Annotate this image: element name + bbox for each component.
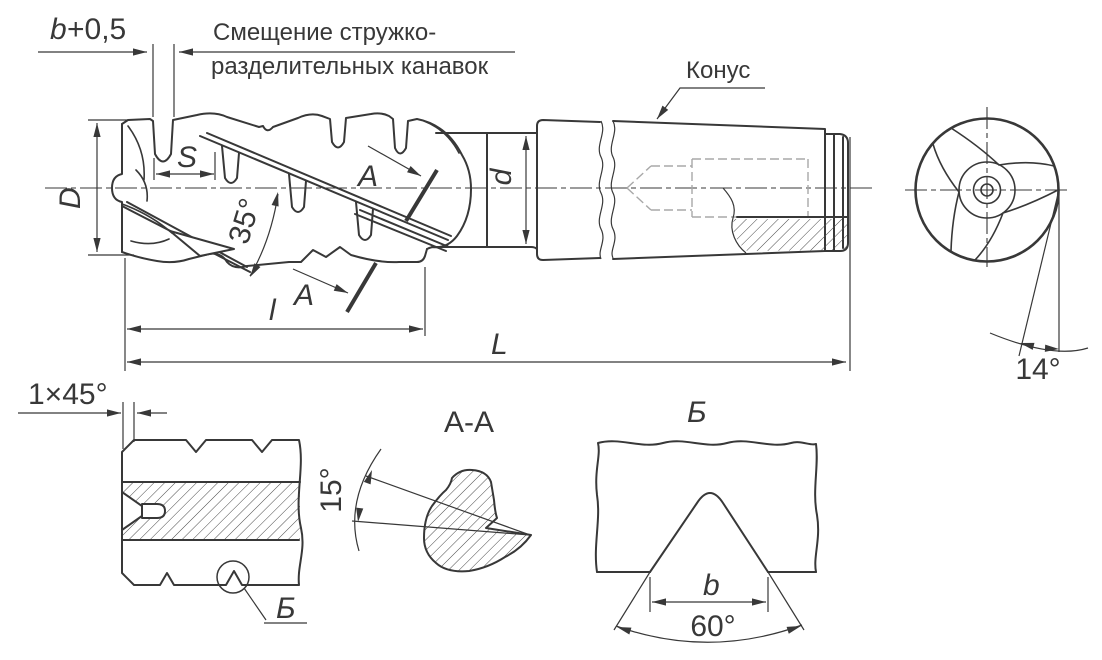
section-cut-label-bottom: A [292, 279, 314, 312]
dimension-S: S [153, 141, 216, 180]
shank-outline [426, 119, 849, 261]
helix-lands [121, 132, 452, 273]
dimension-groove-angle: 60° [613, 571, 805, 643]
dimension-chip-groove-width: b +0,5 Смещение стружко- разделительных … [38, 13, 515, 117]
end-rake-angle-label: 14° [1015, 353, 1060, 386]
end-face-edges [121, 120, 460, 245]
section-cut-label-top: A [356, 160, 378, 193]
flute-length-label: l [269, 294, 277, 327]
end-view: 14° [905, 107, 1089, 386]
dimension-L: L [127, 137, 851, 371]
section-aa-view: A-A 15° [315, 406, 532, 573]
helix-angle-label: 35° [223, 195, 268, 248]
detail-title: Б [687, 396, 707, 429]
dimension-rake-angle: 14° [989, 189, 1089, 386]
dimension-d: d [485, 136, 530, 244]
end-flutes [932, 127, 1059, 261]
neck-diameter-label: d [485, 167, 518, 185]
overall-length-label: L [491, 328, 508, 361]
chip-groove-tolerance-label: +0,5 [67, 13, 126, 46]
groove-block-outline [594, 440, 820, 573]
front-detail-view: 1×45° Б [18, 378, 307, 625]
break-lines [598, 120, 616, 260]
pitch-label: S [177, 141, 197, 174]
center-hole-cylinder [141, 503, 166, 519]
section-title: A-A [444, 406, 494, 439]
dimension-relief-angle: 15° [315, 448, 531, 552]
chip-groove-width-label: b [50, 13, 67, 46]
groove-angle-label: 60° [690, 610, 735, 643]
chamfer-label: 1×45° [28, 378, 108, 411]
dimension-chamfer: 1×45° [18, 378, 167, 449]
dimension-D: D [54, 119, 134, 256]
chip-groove-note-line2: разделительных канавок [211, 53, 489, 80]
groove-detail-view: Б b 60° [594, 396, 820, 643]
outer-diameter-label: D [54, 187, 87, 209]
relief-angle-label: 15° [315, 467, 348, 512]
local-section-hatch [722, 187, 849, 254]
center-hole-cone [121, 491, 150, 531]
groove-profile [649, 492, 769, 573]
detail-callout-label: Б [276, 592, 296, 625]
main-view: b +0,5 Смещение стружко- разделительных … [38, 13, 872, 371]
chip-grooves [221, 145, 374, 241]
detail-callout: Б [216, 560, 307, 625]
flute-facet [169, 230, 235, 257]
taper-leader: Конус [656, 57, 765, 120]
hidden-thread-hole [626, 158, 809, 218]
groove-width-label: b [703, 569, 720, 602]
front-detail-outline [121, 439, 304, 586]
callout-circle [216, 560, 250, 594]
section-cut-marks: A A [292, 145, 439, 314]
chip-groove-note-line1: Смещение стружко- [213, 19, 436, 46]
end-view-centerlines [905, 107, 1071, 267]
cutter-outline [111, 112, 472, 269]
dimension-groove-width: b [649, 569, 769, 612]
dimension-l: l [124, 258, 426, 371]
taper-label: Конус [686, 57, 750, 84]
